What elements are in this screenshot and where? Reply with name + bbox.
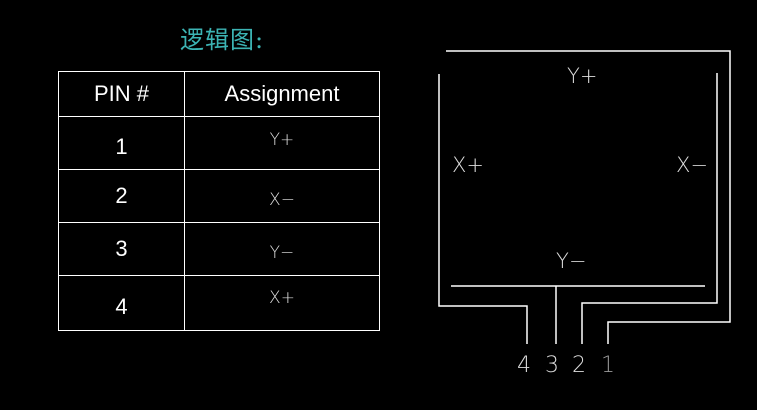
pin-number: 1 <box>601 353 615 378</box>
pin-assignment-table: PIN # Assignment 1 Y+ 2 X− 3 Y− 4 X+ <box>58 71 380 331</box>
label-bottom: Y− <box>556 249 586 273</box>
wire-pin1 <box>446 50 731 344</box>
header-pin: PIN # <box>58 71 185 117</box>
assignment-cell: X+ <box>184 275 380 331</box>
table-row: 3 Y− <box>58 222 380 276</box>
pin-number: 4 <box>517 353 531 378</box>
wire-pin2 <box>581 73 718 344</box>
wire-pin4 <box>438 74 528 344</box>
table-row: 4 X+ <box>58 275 380 331</box>
pin-cell: 3 <box>58 222 185 276</box>
assignment-cell: Y− <box>184 222 380 276</box>
assignment-cell: X− <box>184 169 380 223</box>
diagram-title: 逻辑图: <box>180 26 265 54</box>
pin-number: 3 <box>545 353 559 378</box>
pin-number: 2 <box>572 353 586 378</box>
pin-cell: 1 <box>58 116 185 170</box>
label-right: X− <box>676 153 708 177</box>
label-left: X+ <box>452 153 484 177</box>
pin-cell: 4 <box>58 275 185 331</box>
label-top: Y+ <box>567 64 597 88</box>
